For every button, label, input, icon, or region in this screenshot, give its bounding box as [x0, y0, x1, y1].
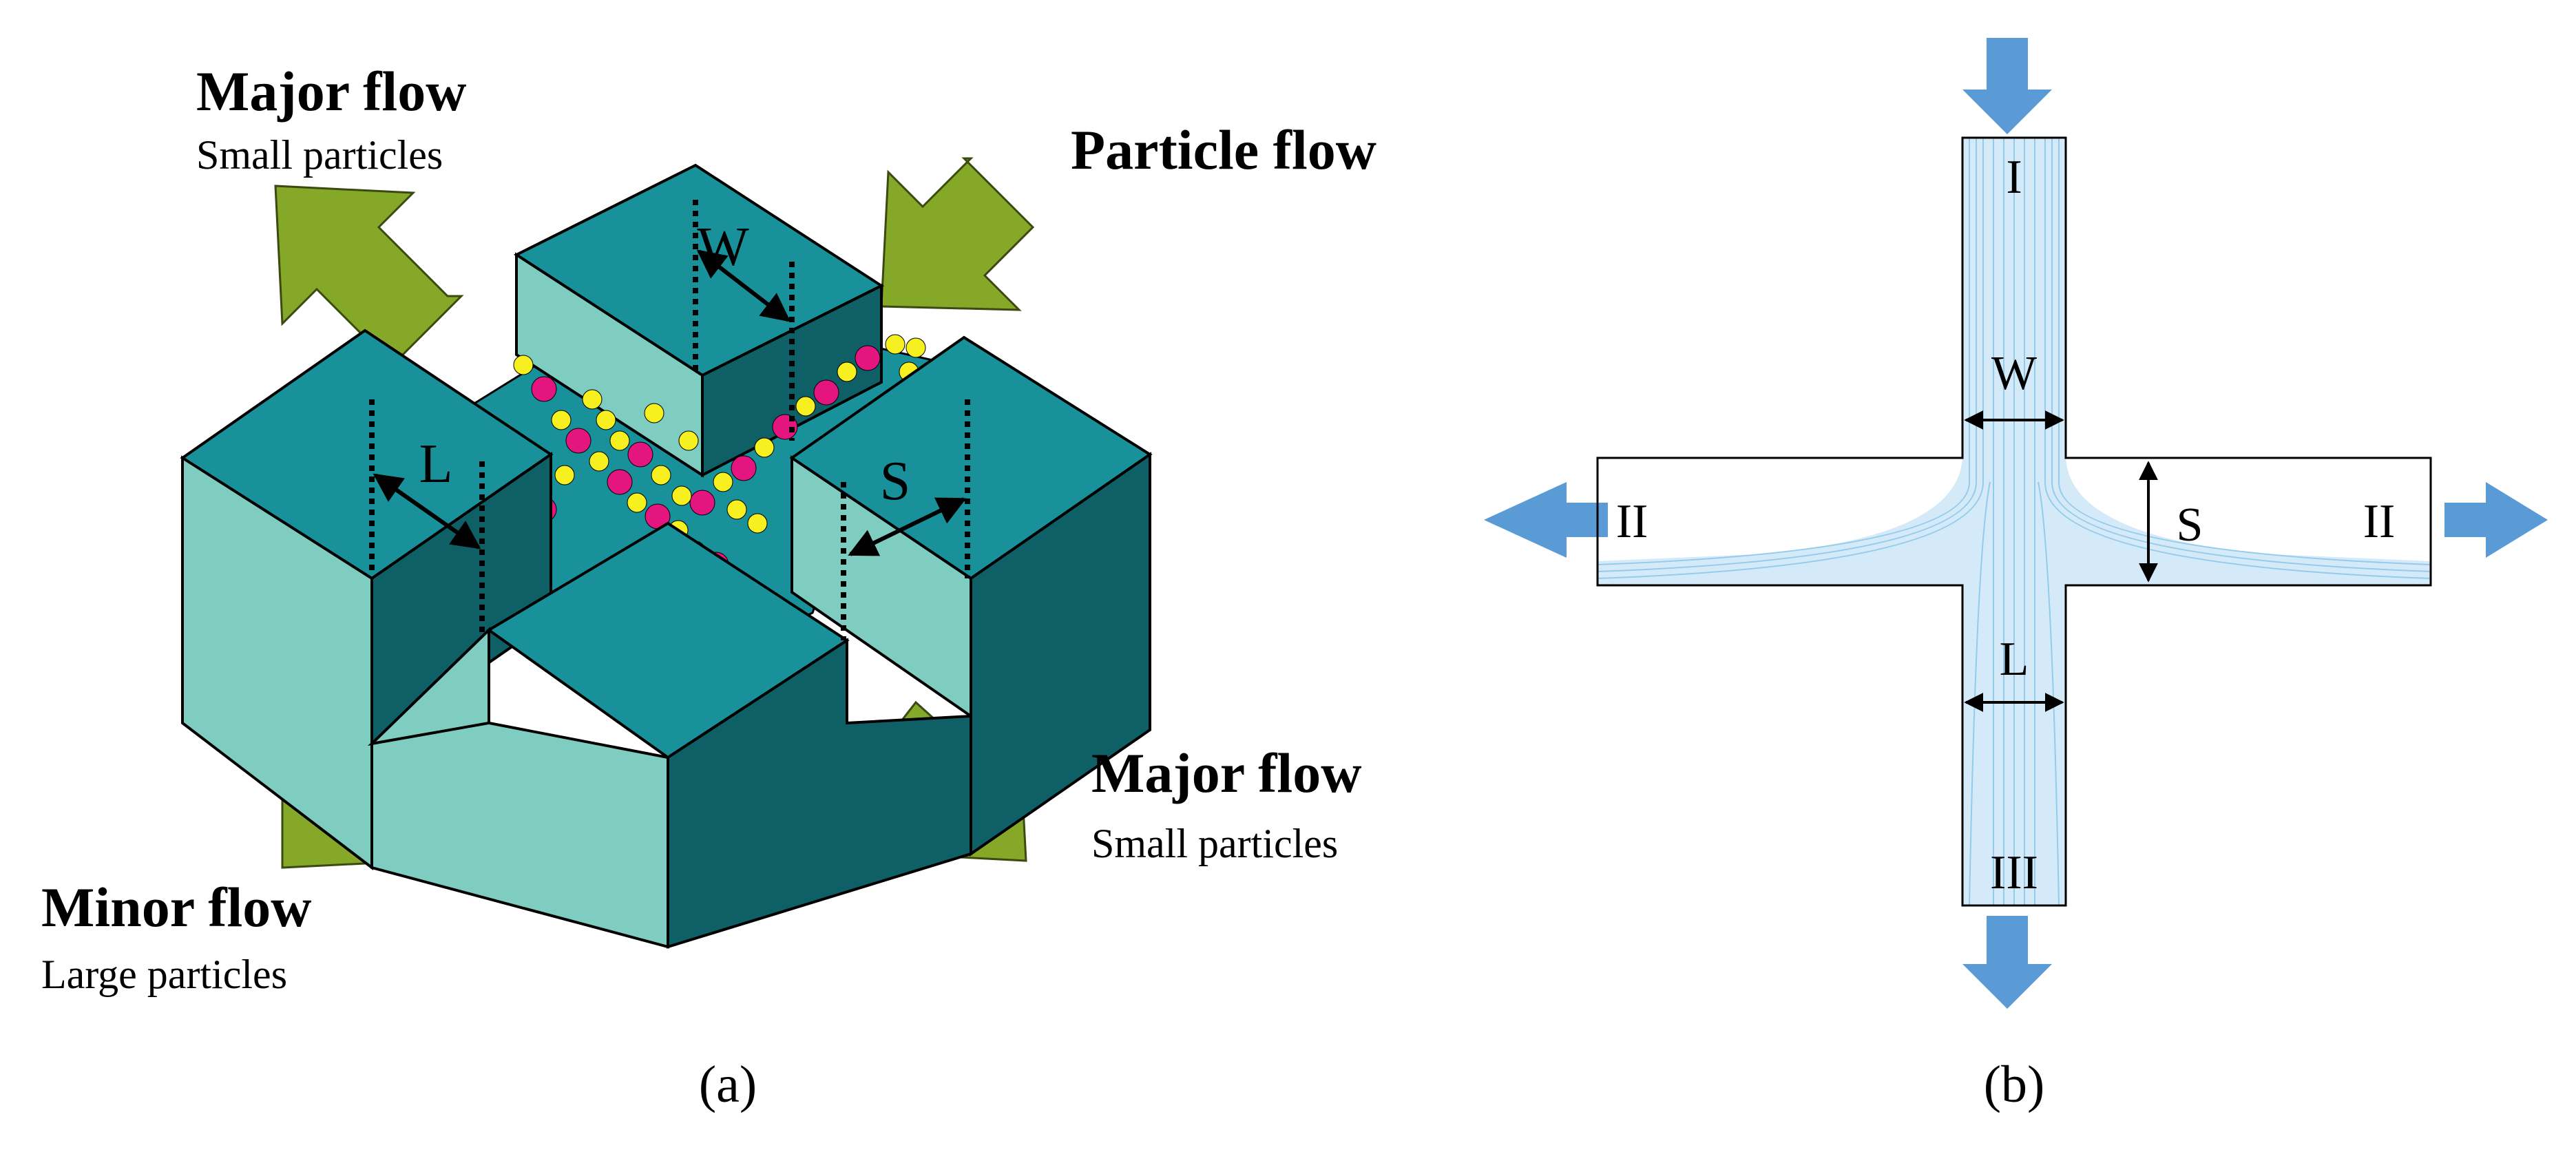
- outlet-right-arrow: [2444, 482, 2548, 558]
- panel-b-caption: (b): [1984, 1056, 2045, 1113]
- dim-w-label-a: W: [697, 217, 749, 277]
- particle-flow-arrow: [880, 157, 1035, 311]
- major-flow-right-subtitle: Small particles: [1091, 821, 1338, 866]
- major-flow-right-title: Major flow: [1091, 742, 1361, 804]
- dim-l-label-b: L: [2000, 633, 2029, 686]
- dimension-arrows-b: [1964, 410, 2158, 712]
- dimension-guides: [369, 200, 970, 640]
- major-flow-top-subtitle: Small particles: [196, 132, 443, 178]
- major-flow-top-title: Major flow: [196, 60, 466, 123]
- panel-a-diagram: W L S Major flow Small particles Particl…: [41, 60, 1376, 1113]
- inlet-arrow: [1962, 38, 2052, 134]
- panel-b-diagram: I W II S II L III (b): [1484, 38, 2548, 1113]
- panel-a-caption: (a): [699, 1056, 757, 1113]
- dimension-arrows: [373, 249, 967, 556]
- region-2-left-label: II: [1616, 495, 1648, 548]
- particle-flow-label: Particle flow: [1071, 118, 1376, 181]
- region-1-label: I: [2006, 151, 2022, 204]
- outlet-bottom-arrow: [1962, 916, 2052, 1009]
- minor-flow-title: Minor flow: [41, 876, 312, 939]
- front-block: [367, 521, 972, 949]
- dim-s-label-a: S: [880, 451, 911, 512]
- cross-channel-outline: [1596, 136, 2432, 907]
- region-3-label: III: [1990, 846, 2038, 899]
- streamlines: [1597, 138, 2431, 906]
- outlet-left-arrow: [1484, 482, 1608, 558]
- region-2-right-label: II: [2363, 495, 2396, 548]
- minor-flow-subtitle: Large particles: [41, 952, 287, 997]
- dim-w-label-b: W: [1991, 347, 2037, 400]
- dim-s-label-b: S: [2177, 499, 2203, 552]
- dim-l-label-a: L: [419, 434, 453, 494]
